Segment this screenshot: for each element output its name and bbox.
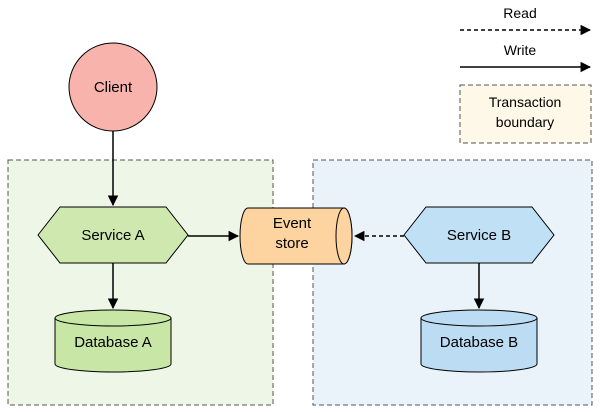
service-a-node bbox=[37, 206, 189, 264]
database-b-label: Database B bbox=[440, 334, 518, 351]
legend-boundary-box bbox=[459, 84, 592, 144]
legend-boundary-label-1: Transaction bbox=[489, 94, 562, 110]
legend: Read Write Transaction boundary bbox=[459, 5, 592, 144]
event-store-node bbox=[239, 207, 353, 265]
legend-write-label: Write bbox=[504, 42, 537, 58]
database-a-node bbox=[54, 309, 172, 373]
client-label: Client bbox=[94, 79, 133, 96]
event-store-label-2: store bbox=[275, 235, 308, 252]
legend-read-label: Read bbox=[503, 5, 536, 21]
service-b-node bbox=[403, 206, 555, 264]
database-a-label: Database A bbox=[74, 334, 152, 351]
database-b-node bbox=[420, 309, 538, 373]
service-a-label: Service A bbox=[81, 227, 144, 244]
legend-boundary-label-2: boundary bbox=[496, 114, 554, 130]
service-b-label: Service B bbox=[447, 227, 511, 244]
event-store-label-1: Event bbox=[273, 215, 312, 232]
